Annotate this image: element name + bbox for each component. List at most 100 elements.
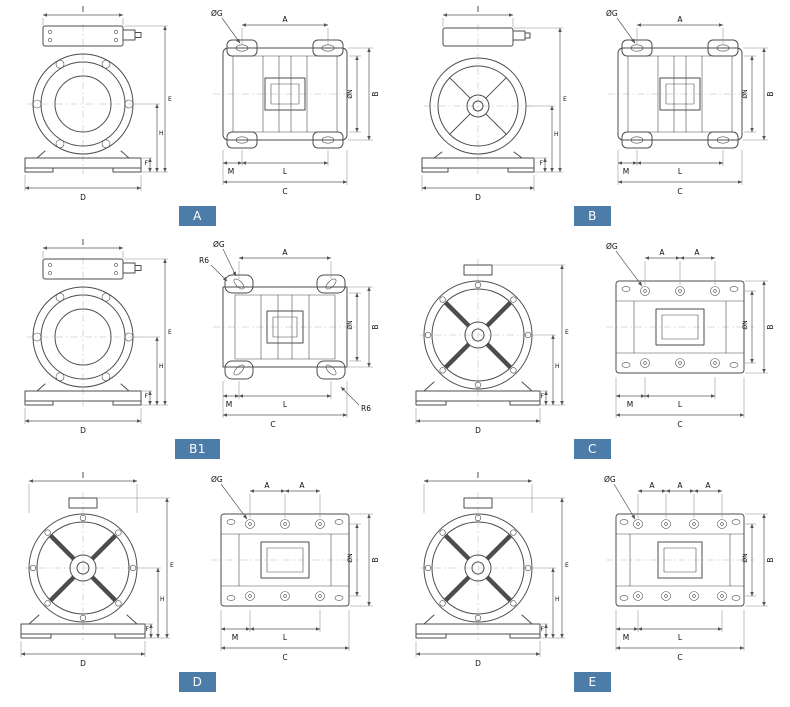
dim-label-M: M [228,167,234,176]
dim-label-F: F [541,626,545,633]
dim-label-L: L [678,400,683,409]
panel-a: I D E H F ØG A [0,4,395,237]
dim-label-D: D [80,193,86,202]
motor-side-view [607,39,753,149]
motor-side-view [605,280,755,374]
badge-b1: B1 [175,439,220,459]
dim-label-A: A [282,15,288,24]
dim-label-I: I [82,238,84,247]
dim-label-ON: ØN [742,89,749,98]
dim-label-A: A [299,481,305,490]
motor-end-view [416,259,540,407]
dim-label-M: M [627,400,633,409]
side-view-dimensions: ØG A A A B ØN M L [604,475,775,662]
dim-label-ON: ØN [742,320,749,329]
dim-label-F: F [145,160,149,167]
badge-b: B [574,206,611,226]
motor-side-view [210,513,360,607]
dim-label-L: L [678,633,683,642]
motor-side-view [212,39,358,149]
motor-side-view [605,513,755,607]
dim-label-I: I [82,471,84,480]
dim-label-M: M [226,400,232,409]
dim-label-L: L [283,400,288,409]
end-view-dimensions: I D E H F [24,5,172,202]
dim-label-F: F [540,160,544,167]
dim-label-M: M [232,633,238,642]
drawing-d: I D E H F ØG A [5,471,380,668]
side-view-dimensions: ØG A B ØN M L C [211,9,380,196]
dim-label-C: C [677,420,682,429]
dim-label-H: H [160,596,165,603]
dim-label-M: M [623,633,629,642]
side-view-dimensions: ØG A A B ØN M L C [606,242,775,429]
dim-label-ON: ØN [347,553,354,562]
drawing-a: I D E H F ØG A [24,5,380,202]
motor-end-view [24,24,142,174]
dim-label-F: F [145,393,149,400]
dim-label-L: L [283,633,288,642]
dim-label-OG: ØG [604,475,616,484]
dim-label-H: H [555,363,560,370]
dim-label-C: C [677,187,682,196]
dim-label-B: B [371,91,380,96]
motor-end-view [24,257,142,407]
drawing-c: D E H F ØG A A [400,242,775,435]
motor-end-view [421,24,535,174]
dim-label-OG: ØG [211,9,223,18]
dim-label-H: H [159,130,164,137]
dim-label-H: H [554,131,559,138]
panel-e: I D E H F ØG [395,470,790,703]
dim-label-L: L [678,167,683,176]
panel-b1: I D E H F ØG R6 [0,237,395,470]
side-view-dimensions: ØG A A B ØN M L C [211,475,380,662]
dim-label-A: A [677,481,683,490]
dim-label-D: D [80,426,86,435]
side-view-dimensions: ØG R6 A B ØN M L C [199,240,380,429]
dim-label-F: F [146,626,150,633]
dim-label-E: E [563,96,567,103]
end-view-dimensions: I D E H F [24,238,172,435]
badge-e: E [574,672,611,692]
drawing-b1: I D E H F ØG R6 [24,238,380,435]
dim-label-D: D [475,193,481,202]
dim-label-A: A [264,481,270,490]
badge-c: C [574,439,611,459]
badge-d: D [178,672,217,692]
dim-label-OG: ØG [213,240,225,249]
dim-label-L: L [283,167,288,176]
dim-label-E: E [170,562,174,569]
dim-label-F: F [541,393,545,400]
dim-label-D: D [475,659,481,668]
dim-label-M: M [623,167,629,176]
dim-label-ON: ØN [347,320,354,329]
end-view-dimensions: I D E H F [421,5,567,202]
dim-label-H: H [555,596,560,603]
dim-label-A: A [705,481,711,490]
dim-label-I: I [82,5,84,14]
end-view-dimensions: D E H F [415,264,569,435]
dim-label-E: E [565,562,569,569]
panel-d: I D E H F ØG A [0,470,395,703]
motor-side-view [212,274,358,380]
dim-label-A: A [659,248,665,257]
dim-label-I: I [477,471,479,480]
dim-label-E: E [168,96,172,103]
dim-label-ON: ØN [347,89,354,98]
badge-a: A [179,206,216,226]
dim-label-B: B [766,91,775,96]
dim-label-I: I [477,5,479,14]
dim-label-OG: ØG [211,475,223,484]
end-view-dimensions: I D E H F [20,471,174,668]
motor-end-view [416,492,540,640]
dim-label-A: A [649,481,655,490]
dim-label-B: B [766,324,775,329]
dim-label-D: D [80,659,86,668]
dim-label-A: A [282,248,288,257]
side-view-dimensions: ØG A B ØN M L C [606,9,775,196]
dim-label-C: C [270,420,275,429]
dim-label-OG: ØG [606,9,618,18]
dim-label-A: A [677,15,683,24]
dim-label-E: E [565,329,569,336]
